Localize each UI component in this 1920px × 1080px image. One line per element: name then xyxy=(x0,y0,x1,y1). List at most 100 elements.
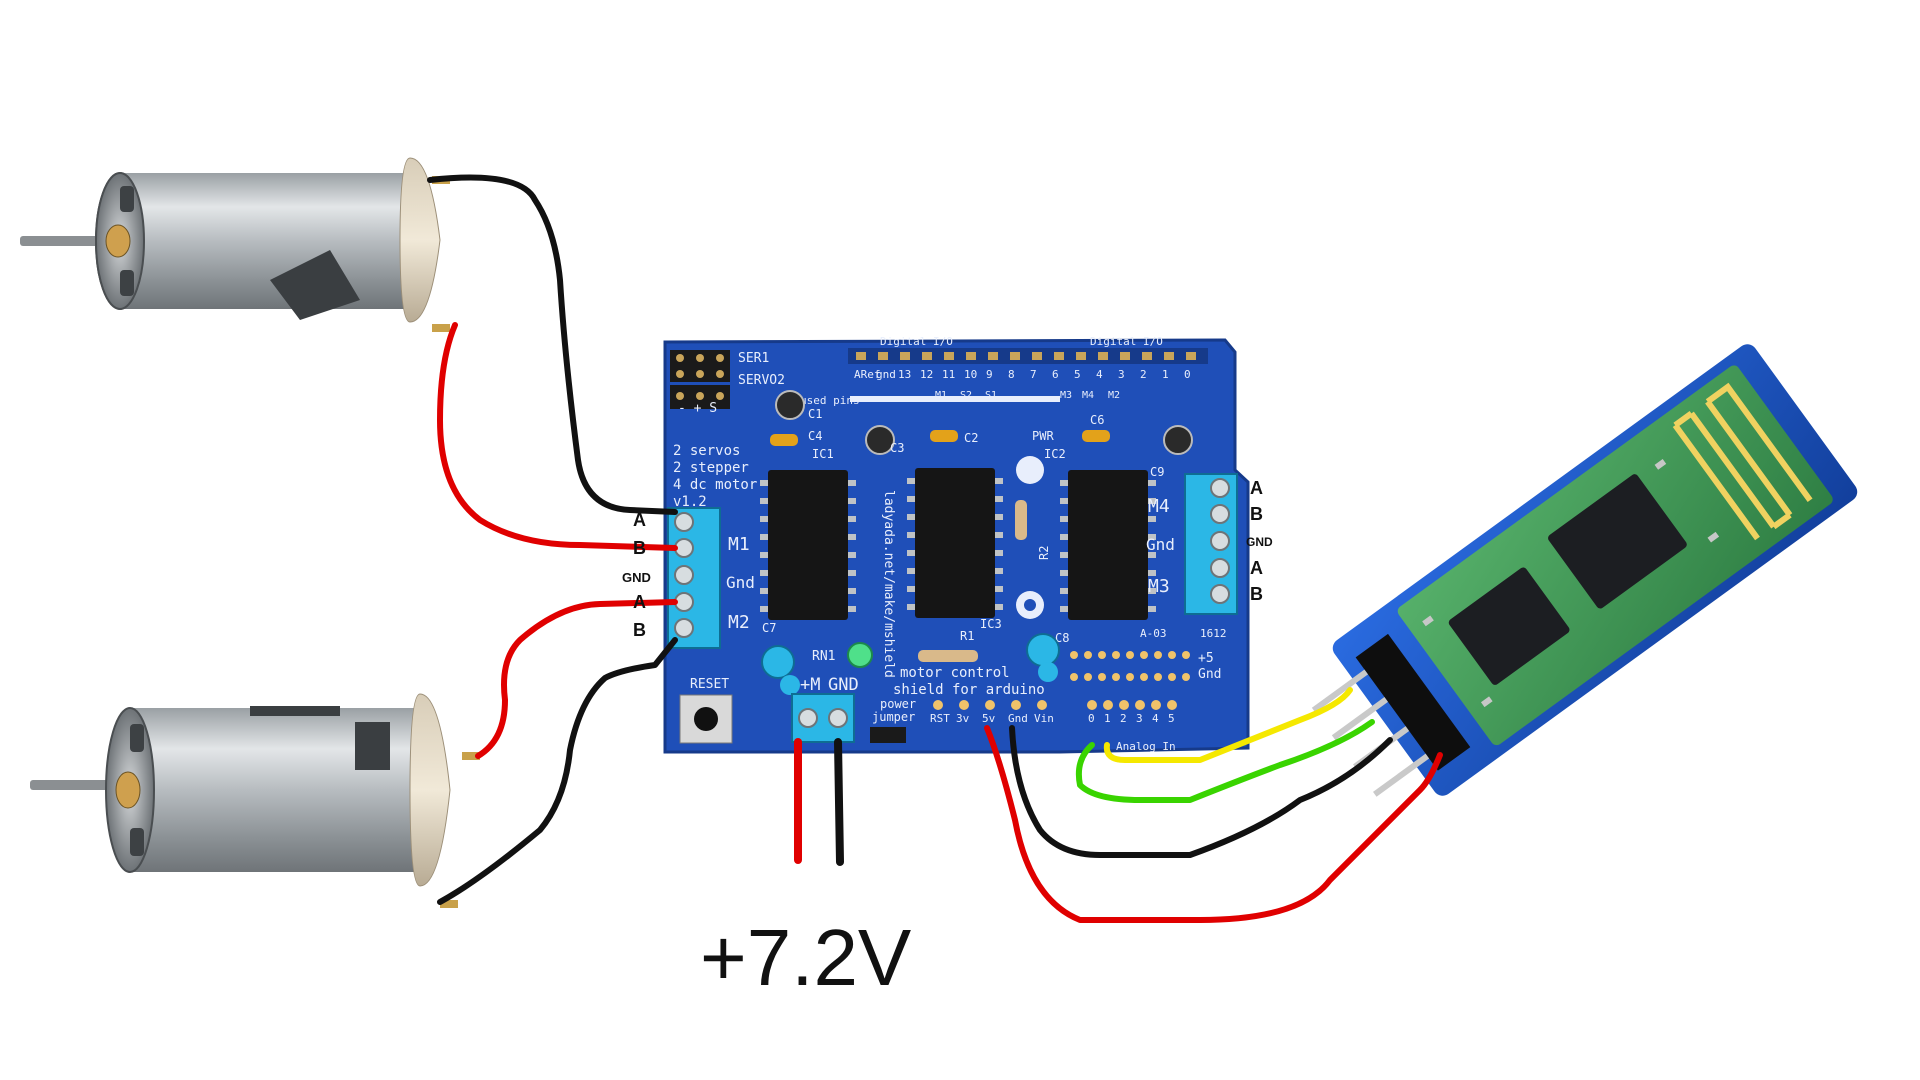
power-pin-label: Gnd xyxy=(1008,712,1028,725)
digital-pin xyxy=(966,352,976,360)
servo-label-1: SER1 xyxy=(738,351,769,366)
digital-pin xyxy=(1142,352,1152,360)
left-label-b1: B xyxy=(633,538,646,558)
pwr-led-label: RN1 xyxy=(812,649,835,664)
digital-pin-label: 1 xyxy=(1162,368,1169,381)
ext-power-plus-label: +M xyxy=(800,675,820,695)
ic1-label: IC1 xyxy=(812,447,834,461)
shield-desc-line-4: v1.2 xyxy=(673,494,707,510)
digital-pin xyxy=(1120,352,1130,360)
digital-pin-label: 11 xyxy=(942,368,955,381)
cap-c3-label: C3 xyxy=(890,441,904,455)
digital-pin xyxy=(1032,352,1042,360)
plus5-label: +5 xyxy=(1198,651,1214,666)
analog-pin-label: 2 xyxy=(1120,712,1127,725)
badge-1612: 1612 xyxy=(1200,627,1227,640)
digital-pin xyxy=(878,352,888,360)
digital-pin xyxy=(1010,352,1020,360)
digital-pin xyxy=(1054,352,1064,360)
cap-c4-label: C4 xyxy=(808,429,822,443)
right-label-a1: A xyxy=(1250,478,1263,498)
left-label-gnd: GND xyxy=(622,570,651,585)
badge-a03: A-03 xyxy=(1140,627,1167,640)
cap-c1-label: C1 xyxy=(808,407,822,421)
used-pin-name: M1 xyxy=(935,390,947,401)
power-pin xyxy=(1011,700,1021,710)
right-label-b1: B xyxy=(1250,504,1263,524)
r2-label: R2 xyxy=(1037,546,1051,560)
used-pin-name: S2 xyxy=(960,390,972,401)
cap-c9-label: C9 xyxy=(1150,465,1164,479)
digital-pin-label: 3 xyxy=(1118,368,1125,381)
power-pin-label: 5v xyxy=(982,712,996,725)
digital-pin xyxy=(1186,352,1196,360)
used-pin-name: M2 xyxy=(1108,390,1120,401)
digital-pin xyxy=(900,352,910,360)
power-pin xyxy=(1037,700,1047,710)
power-pin xyxy=(933,700,943,710)
dc-motor-icon xyxy=(30,693,480,908)
shield-desc-line-2: 2 stepper xyxy=(673,460,749,476)
digital-pin-label: gnd xyxy=(876,368,896,381)
power-jumper-label-2: jumper xyxy=(872,710,915,724)
used-pin-names: M1 S2 S1 M3 M4 M2 xyxy=(935,390,1120,401)
shield-footer-2: shield for arduino xyxy=(893,682,1045,698)
power-pin-label: Vin xyxy=(1034,712,1054,725)
left-terminal-labels: A B GND A B xyxy=(622,510,651,640)
digital-pin-label: 10 xyxy=(964,368,977,381)
cap-c7-label: C7 xyxy=(762,621,776,635)
digital-pin-label: 12 xyxy=(920,368,933,381)
analog-in-label: Analog In xyxy=(1116,740,1176,753)
servo-pin-labels: - + S xyxy=(678,401,717,416)
digital-pin xyxy=(1076,352,1086,360)
reset-button[interactable] xyxy=(694,707,718,731)
analog-pin-label: 5 xyxy=(1168,712,1175,725)
servo-label-2: SERVO2 xyxy=(738,373,785,388)
analog-pin xyxy=(1151,700,1161,710)
digital-pin xyxy=(1164,352,1174,360)
motor-shield-board: SER1 SERVO2 - + S 2 servos 2 stepper 4 d… xyxy=(663,335,1250,754)
power-jumper-label-1: power xyxy=(880,697,916,711)
wires xyxy=(427,174,1443,923)
right-label-a2: A xyxy=(1250,558,1263,578)
cap-c6-label: C6 xyxy=(1090,413,1104,427)
used-pin-name: M3 xyxy=(1060,390,1072,401)
used-pin-name: M4 xyxy=(1082,390,1094,401)
cap-c2-label: C2 xyxy=(964,431,978,445)
analog-pin xyxy=(1135,700,1145,710)
digital-pin xyxy=(988,352,998,360)
ic3-label: IC3 xyxy=(980,617,1002,631)
port-m4-label: M4 xyxy=(1148,496,1170,517)
right-label-b2: B xyxy=(1250,584,1263,604)
power-pin-label: RST xyxy=(930,712,950,725)
used-pin-name: S1 xyxy=(985,390,997,401)
digital-pin xyxy=(1098,352,1108,360)
analog-pin xyxy=(1119,700,1129,710)
digital-pin-label: 13 xyxy=(898,368,911,381)
rn1-label: PWR xyxy=(1032,429,1054,443)
digital-pin-label: 8 xyxy=(1008,368,1015,381)
digital-pin xyxy=(856,352,866,360)
digital-pin-label: 7 xyxy=(1030,368,1037,381)
left-label-a2: A xyxy=(633,592,646,612)
left-label-a1: A xyxy=(633,510,646,530)
analog-pin-label: 1 xyxy=(1104,712,1111,725)
supply-voltage-label: +7.2V xyxy=(700,913,912,1002)
digital-pin-label: 5 xyxy=(1074,368,1081,381)
digital-pin xyxy=(944,352,954,360)
dc-motor-icon xyxy=(20,157,450,332)
digital-pin-label: ARef xyxy=(854,368,881,381)
digital-pin-label: 2 xyxy=(1140,368,1147,381)
ext-power-gnd-label: GND xyxy=(828,675,859,695)
digital-pin-label: 0 xyxy=(1184,368,1191,381)
ic-chip xyxy=(768,468,1148,620)
ic2-label: IC2 xyxy=(1044,447,1066,461)
digital-pin-label: 9 xyxy=(986,368,993,381)
analog-pin xyxy=(1103,700,1113,710)
reset-label: RESET xyxy=(690,677,729,692)
digital-pin xyxy=(922,352,932,360)
shield-url: ladyada.net/make/mshield xyxy=(881,490,896,678)
